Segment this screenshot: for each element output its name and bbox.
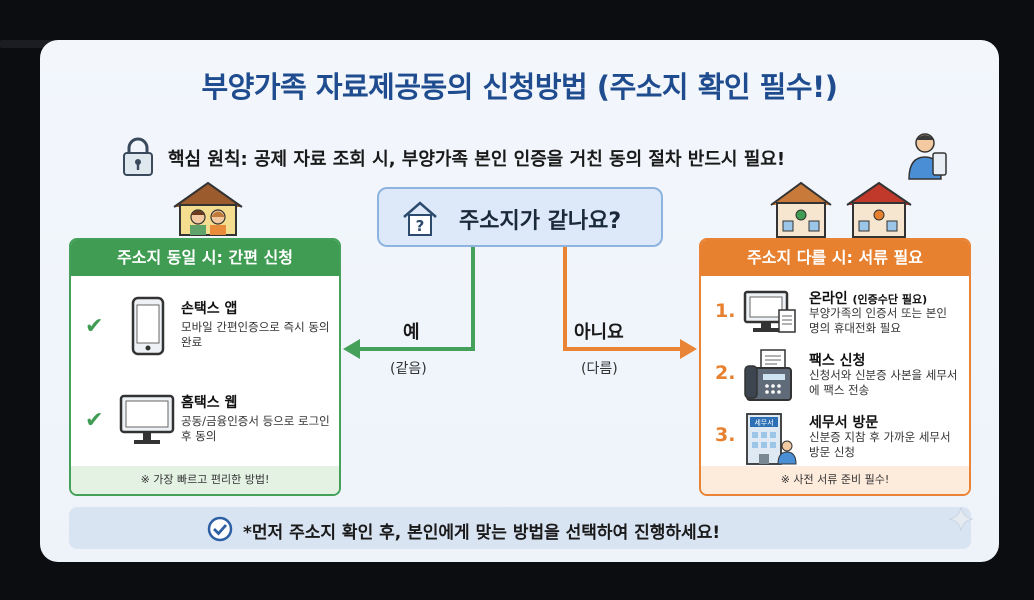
yes-label: 예: [403, 322, 420, 343]
address-question-box: ? 주소지가 같나요?: [377, 187, 663, 247]
different-address-header: 주소지 다를 시: 서류 필요: [701, 240, 969, 276]
bottom-note: *먼저 주소지 확인 후, 본인에게 맞는 방법을 선택하여 진행하세요!: [243, 523, 721, 543]
sparkle-icon: [948, 506, 974, 532]
item-desc: 공동/금융인증서 등으로 로그인 후 동의: [181, 414, 330, 443]
infographic-card: 부양가족 자료제공동의 신청방법 (주소지 확인 필수!) 핵심 원칙: 공제 …: [40, 40, 999, 562]
same-address-header: 주소지 동일 시: 간편 신청: [71, 240, 339, 276]
item-title: 손택스 앱: [181, 301, 238, 317]
item-number: 2.: [715, 362, 736, 384]
computer-icon: [743, 290, 796, 333]
page-title: 부양가족 자료제공동의 신청방법 (주소지 확인 필수!): [201, 70, 839, 104]
fax-icon: [744, 349, 792, 401]
item-desc: 부양가족의 인증서 또는 본인 명의 휴대전화 필요: [809, 306, 947, 335]
no-sub-label: (다름): [581, 361, 618, 377]
yes-sub-label: (같음): [390, 361, 427, 377]
check-circle-icon: [207, 516, 233, 542]
same-address-panel: 주소지 동일 시: 간편 신청 ✔ 손택스 앱 모바일 간편인증으로 즉시 동의…: [69, 238, 341, 496]
same-address-footer: ※ 가장 빠르고 편리한 방법!: [71, 466, 339, 494]
list-item: 1. 온라인 (인증수단 필요) 부양가족의 인증서 또는 본인 명의 휴대전화…: [701, 284, 969, 346]
item-desc: 신분증 지참 후 가까운 세무서 방문 신청: [809, 430, 951, 459]
different-address-footer: ※ 사전 서류 준비 필수!: [701, 466, 969, 494]
person-phone-icon: [908, 133, 947, 180]
family-house-icon: [173, 181, 243, 236]
item-title: 홈택스 웹: [181, 395, 238, 411]
houses-location-icon: [770, 181, 912, 238]
item-number: 1.: [715, 300, 736, 322]
item-desc: 모바일 간편인증으로 즉시 동의 완료: [181, 320, 330, 349]
check-icon: ✔: [85, 314, 104, 339]
item-desc: 신청서와 신분증 사본을 세무서에 팩스 전송: [809, 368, 958, 397]
tax-office-icon: 세무서: [746, 413, 797, 465]
check-icon: ✔: [85, 408, 104, 433]
tax-office-sign: 세무서: [754, 418, 773, 427]
item-title-main: 온라인: [809, 291, 848, 307]
principle-text: 핵심 원칙: 공제 자료 조회 시, 부양가족 본인 인증을 거친 동의 절차 …: [168, 149, 786, 170]
list-item: 3. 세무서 세무서 방문 신분증 지참 후 가까운 세무서 방문 신청: [701, 408, 969, 470]
monitor-icon: [119, 394, 175, 444]
item-title: 세무서 방문: [809, 415, 879, 431]
list-item: 2. 팩스 신청 신청서와 신분증 사본을 세무서에 팩스 전송: [701, 346, 969, 408]
lock-icon: [123, 137, 153, 176]
different-address-panel: 주소지 다를 시: 서류 필요 1. 온라인 (인증수단 필요) 부양가족의 인…: [699, 238, 971, 496]
question-text: 주소지가 같나요?: [459, 209, 622, 234]
yes-arrowhead: [343, 339, 360, 359]
house-question-icon: ?: [403, 201, 437, 236]
item-number: 3.: [715, 424, 736, 446]
item-title: 온라인 (인증수단 필요): [809, 288, 927, 308]
svg-text:?: ?: [416, 217, 425, 235]
no-label: 아니요: [574, 322, 624, 343]
list-item: ✔ 홈택스 웹 공동/금융인증서 등으로 로그인 후 동의: [71, 384, 339, 460]
item-title: 팩스 신청: [809, 353, 866, 369]
list-item: ✔ 손택스 앱 모바일 간편인증으로 즉시 동의 완료: [71, 290, 339, 366]
item-title-sub: (인증수단 필요): [852, 293, 928, 306]
principle-row: 핵심 원칙: 공제 자료 조회 시, 부양가족 본인 인증을 거친 동의 절차 …: [120, 133, 970, 180]
bottom-note-bar: *먼저 주소지 확인 후, 본인에게 맞는 방법을 선택하여 진행하세요!: [69, 507, 971, 549]
background-blur-line: [0, 40, 60, 48]
no-arrowhead: [680, 339, 697, 359]
smartphone-icon: [131, 296, 165, 356]
